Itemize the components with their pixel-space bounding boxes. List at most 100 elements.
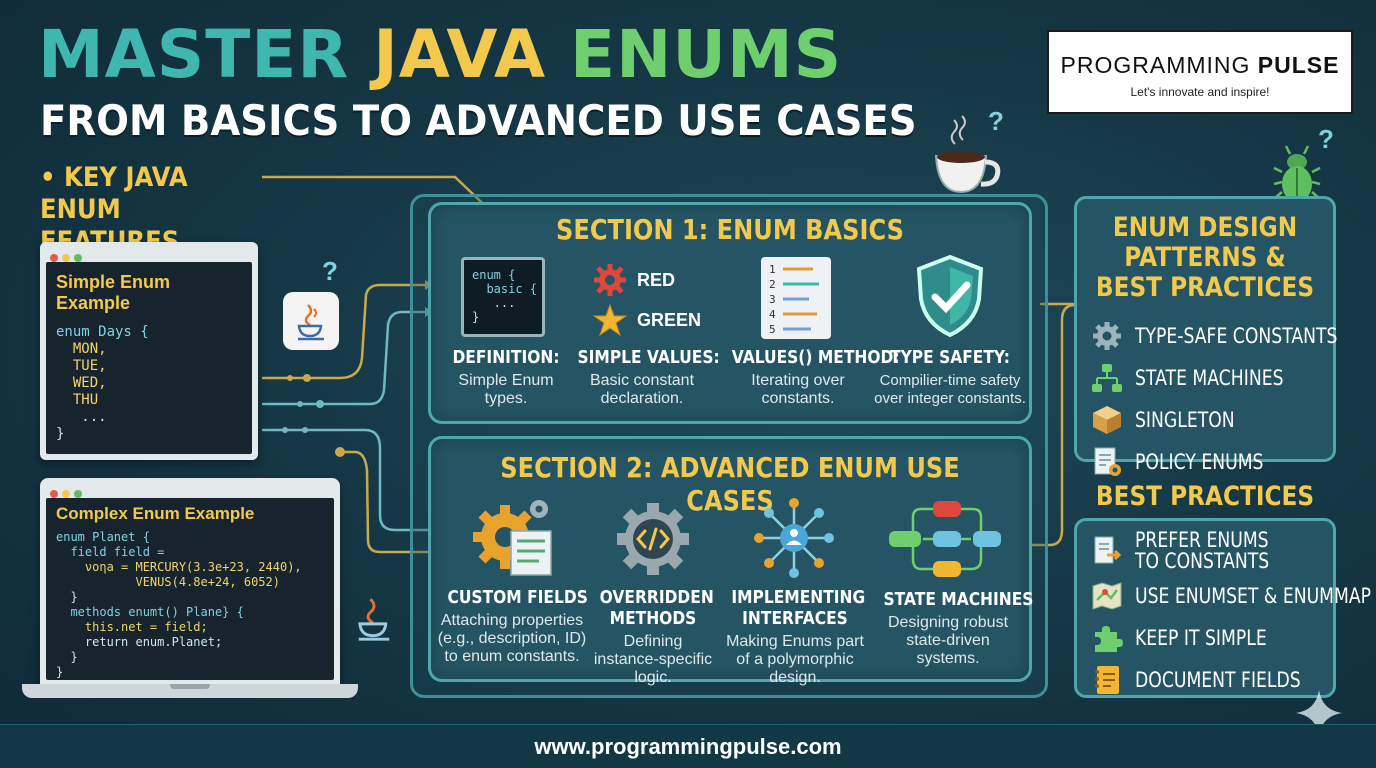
values-list: RED GREEN bbox=[593, 261, 701, 341]
complex-enum-window: Complex Enum Example enum Planet { field… bbox=[40, 478, 340, 686]
best-practices-title: BEST PRACTICES bbox=[1095, 481, 1315, 512]
shield-check-icon bbox=[916, 254, 984, 338]
logo-wordmark: PROGRAMMING PULSE bbox=[1049, 52, 1351, 79]
question-mark-icon: ? bbox=[988, 106, 1004, 136]
code-line: THU bbox=[56, 392, 99, 408]
code-line: TUE, bbox=[56, 358, 107, 374]
card-desc: Designing robust state-driven systems. bbox=[887, 614, 1009, 667]
svg-text:1: 1 bbox=[769, 263, 776, 276]
practice-item: KEEP IT SIMPLE bbox=[1089, 617, 1333, 659]
policy-document-icon bbox=[1089, 444, 1125, 480]
question-mark-icon: ? bbox=[1318, 124, 1334, 154]
practice-item: PREFER ENUMS TO CONSTANTS bbox=[1089, 527, 1333, 575]
document-arrow-icon bbox=[1089, 533, 1125, 569]
map-icon bbox=[1089, 578, 1125, 614]
design-patterns-panel: ENUM DESIGN PATTERNS & BEST PRACTICES TY… bbox=[1074, 196, 1337, 476]
window-controls bbox=[50, 485, 86, 503]
card-label: OVERRIDDEN METHODS bbox=[599, 587, 714, 629]
value-item-red: RED bbox=[593, 261, 701, 299]
code-line: return enum.Planet; bbox=[56, 635, 223, 649]
pattern-label: POLICY ENUMS bbox=[1135, 449, 1264, 474]
footer-link[interactable]: www.programmingpulse.com bbox=[534, 734, 842, 759]
question-mark-icon: ? bbox=[322, 256, 338, 286]
value-item-green: GREEN bbox=[593, 299, 701, 341]
code-line: this.net = field; bbox=[56, 620, 208, 634]
code-line: MON, bbox=[56, 341, 107, 357]
logo-brand-part1: PROGRAMMING bbox=[1060, 52, 1251, 78]
card-label: DEFINITION: bbox=[452, 347, 560, 368]
logo-tagline: Let's innovate and inspire! bbox=[1130, 85, 1270, 99]
card-simple-values: SIMPLE VALUES: Basic constant declaratio… bbox=[567, 347, 720, 408]
card-custom-fields: CUSTOM FIELDS Attaching properties (e.g.… bbox=[437, 587, 588, 666]
state-machine-icon bbox=[889, 501, 1001, 577]
code-line: field field = bbox=[56, 545, 165, 559]
footer-url[interactable]: www.programmingpulse.com bbox=[0, 724, 1376, 768]
card-label: TYPE SAFETY: bbox=[890, 347, 1010, 368]
card-desc: Compilier-time safety over integer const… bbox=[874, 372, 1026, 407]
code-line: enum { bbox=[472, 268, 516, 282]
red-gear-icon bbox=[594, 264, 626, 296]
pattern-item: STATE MACHINES bbox=[1089, 357, 1333, 399]
svg-text:3: 3 bbox=[769, 293, 776, 306]
complex-enum-code: Complex Enum Example enum Planet { field… bbox=[46, 498, 334, 680]
value-label: GREEN bbox=[637, 309, 702, 330]
code-line: } bbox=[56, 426, 65, 442]
practice-label: KEEP IT SIMPLE bbox=[1135, 625, 1267, 650]
practice-label: PREFER ENUMS TO CONSTANTS bbox=[1135, 528, 1270, 573]
card-values-method: VALUES() METHOD: Iterating over constant… bbox=[721, 347, 900, 408]
flowchart-icon bbox=[1089, 360, 1125, 396]
code-line: } bbox=[56, 650, 78, 664]
card-label: CUSTOM FIELDS bbox=[447, 587, 588, 608]
star-icon bbox=[593, 303, 627, 337]
puzzle-piece-icon bbox=[1089, 620, 1125, 656]
card-label: SIMPLE VALUES: bbox=[577, 347, 720, 368]
gear-icon bbox=[1089, 318, 1125, 354]
pattern-label: STATE MACHINES bbox=[1135, 365, 1284, 390]
gear-document-icon bbox=[473, 500, 552, 576]
svg-text:5: 5 bbox=[769, 323, 776, 336]
code-line: VENUS(4.8e+24, 6052) bbox=[56, 575, 280, 589]
code-line: basic { bbox=[472, 282, 538, 296]
pattern-label: SINGLETON bbox=[1135, 407, 1235, 432]
page-title: MASTER JAVA ENUMS bbox=[38, 22, 842, 88]
section-advanced-use-cases: SECTION 2: ADVANCED ENUM USE CASES bbox=[428, 436, 1034, 686]
svg-text:4: 4 bbox=[769, 308, 776, 321]
code-gear-icon bbox=[617, 503, 689, 575]
card-desc: Defining instance-specific logic. bbox=[593, 633, 713, 686]
best-practices-panel: PREFER ENUMS TO CONSTANTS USE ENUMSET & … bbox=[1074, 518, 1371, 698]
card-desc: Basic constant declaration. bbox=[589, 372, 695, 407]
practice-item: USE ENUMSET & ENUMMAP bbox=[1089, 575, 1371, 617]
card-type-safety: TYPE SAFETY: Compilier-time safety over … bbox=[871, 347, 1029, 408]
java-logo-icon bbox=[283, 292, 339, 350]
section2-title: SECTION 2: ADVANCED ENUM USE CASES bbox=[500, 451, 960, 517]
value-label: RED bbox=[637, 269, 676, 290]
simple-enum-title: Simple Enum Example bbox=[56, 272, 171, 313]
card-label: IMPLEMENTING INTERFACES bbox=[731, 587, 866, 629]
complex-enum-title: Complex Enum Example bbox=[56, 504, 255, 523]
laptop-base bbox=[22, 684, 358, 698]
section1-title: SECTION 1: ENUM BASICS bbox=[556, 213, 904, 246]
card-state-machines: STATE MACHINES Designing robust state-dr… bbox=[873, 587, 1034, 668]
card-desc: Simple Enum types. bbox=[458, 372, 554, 407]
key-features-heading: • KEY JAVA ENUM FEATURES bbox=[40, 162, 188, 257]
code-line: } bbox=[56, 665, 64, 679]
title-word-enums: ENUMS bbox=[570, 16, 843, 93]
bug-icon bbox=[1273, 145, 1321, 202]
code-line: ... bbox=[56, 409, 107, 425]
code-line: } bbox=[56, 590, 78, 604]
practice-label: USE ENUMSET & ENUMMAP bbox=[1135, 583, 1372, 608]
pattern-label: TYPE-SAFE CONSTANTS bbox=[1135, 323, 1338, 348]
pattern-item: TYPE-SAFE CONSTANTS bbox=[1089, 315, 1337, 357]
pattern-item: SINGLETON bbox=[1089, 399, 1333, 441]
brand-logo[interactable]: PROGRAMMING PULSE Let's innovate and ins… bbox=[1047, 30, 1353, 114]
page-subtitle: FROM BASICS TO ADVANCED USE CASES bbox=[40, 96, 917, 145]
code-line: WED, bbox=[56, 375, 107, 391]
simple-enum-window: Simple Enum Example enum Days { MON, TUE… bbox=[40, 242, 258, 460]
title-word-master: MASTER bbox=[38, 16, 350, 93]
code-line: ... bbox=[472, 296, 516, 310]
card-implementing-interfaces: IMPLEMENTING INTERFACES Making Enums par… bbox=[721, 587, 869, 687]
card-overridden-methods: OVERRIDDEN METHODS Defining instance-spe… bbox=[591, 587, 715, 687]
card-definition: DEFINITION: Simple Enum types. bbox=[431, 347, 581, 408]
code-line: } bbox=[472, 310, 480, 324]
